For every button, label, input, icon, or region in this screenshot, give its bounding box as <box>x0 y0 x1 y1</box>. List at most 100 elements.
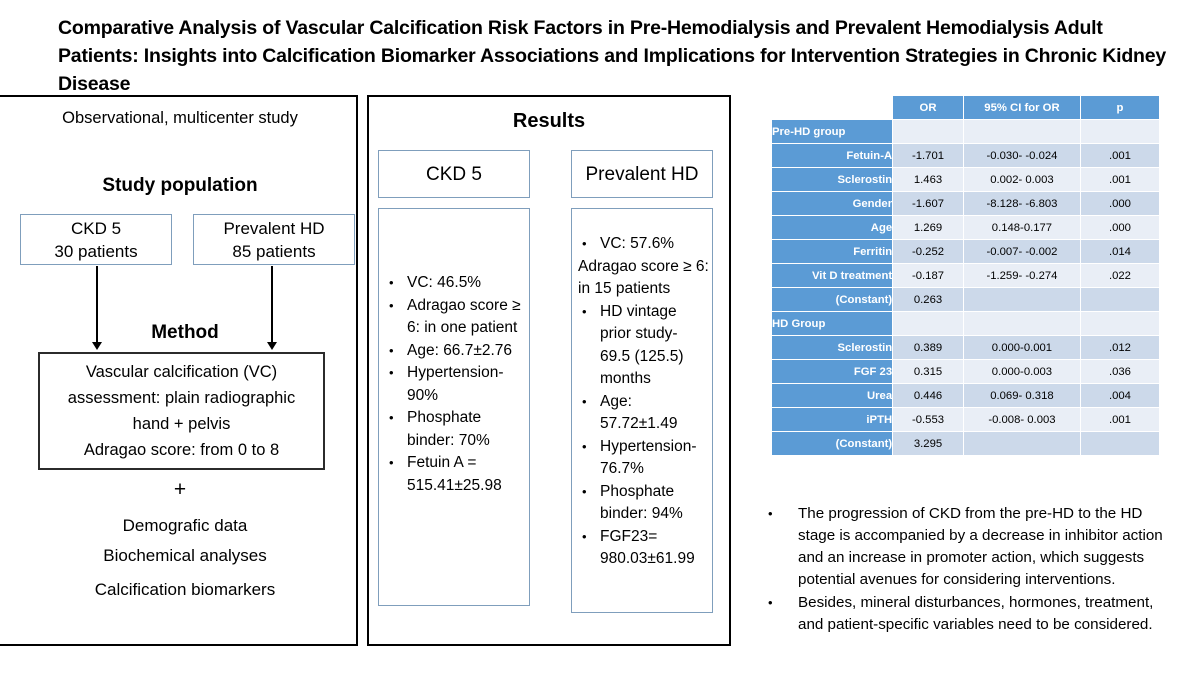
results-ckd5-bullet-3: Hypertension-90% <box>381 362 527 407</box>
table-row-label: (Constant) <box>772 432 893 455</box>
table-row: Gender-1.607-8.128- -6.803.000 <box>772 192 1159 215</box>
table-cell-ci <box>963 432 1080 455</box>
table-row: iPTH-0.553-0.008- 0.003.001 <box>772 408 1159 431</box>
results-header-ckd5-label: CKD 5 <box>426 163 482 185</box>
table-cell-or: 3.295 <box>893 432 963 455</box>
table-head: OR 95% CI for OR p <box>772 96 1159 119</box>
arrow-head <box>91 342 102 350</box>
method-line-1: Vascular calcification (VC) <box>85 363 278 381</box>
table-row-label: Gender <box>772 192 893 215</box>
table-cell-or: -0.187 <box>893 264 963 287</box>
table-cell-p <box>1080 312 1159 335</box>
table-col-header-or: OR <box>893 96 963 119</box>
table-cell-or: 1.269 <box>893 216 963 239</box>
method-line-2: assessment: plain radiographic <box>67 389 296 407</box>
table-cell-p: .022 <box>1080 264 1159 287</box>
table-row-label: (Constant) <box>772 288 893 311</box>
table-cell-or: 0.315 <box>893 360 963 383</box>
table-row: Ferritin-0.252-0.007- -0.002.014 <box>772 240 1159 263</box>
phd-count: 85 patients <box>232 241 316 261</box>
table-cell-p: .036 <box>1080 360 1159 383</box>
conclusion-item-1: Besides, mineral disturbances, hormones,… <box>762 592 1182 636</box>
table-cell-ci: -8.128- -6.803 <box>963 192 1080 215</box>
table-cell-or: -1.607 <box>893 192 963 215</box>
table-row-label: FGF 23 <box>772 360 893 383</box>
table-col-header-blank <box>772 96 893 119</box>
table-row-label: Urea <box>772 384 893 407</box>
phd-name: Prevalent HD <box>223 218 325 238</box>
results-phd-bullet-4: Hypertension-76.7% <box>574 436 710 481</box>
results-heading: Results <box>512 110 586 132</box>
arrow-shaft <box>271 266 273 344</box>
results-phd-bullet-2: HD vintage prior study- 69.5 (125.5) mon… <box>574 301 710 391</box>
results-ckd5-bullet-5: Fetuin A = 515.41±25.98 <box>381 452 527 497</box>
results-phd-bullet-0: VC: 57.6% <box>574 233 710 256</box>
table-col-header-ci: 95% CI for OR <box>963 96 1080 119</box>
table-cell-ci: 0.002- 0.003 <box>963 168 1080 191</box>
table-row-label: HD Group <box>772 312 893 335</box>
conclusion-item-0: The progression of CKD from the pre-HD t… <box>762 503 1182 591</box>
results-ckd5-bullet-2: Age: 66.7±2.76 <box>381 340 527 363</box>
table-cell-p: .000 <box>1080 216 1159 239</box>
table-row-label: Fetuin-A <box>772 144 893 167</box>
table-cell-p: .012 <box>1080 336 1159 359</box>
table-cell-p <box>1080 432 1159 455</box>
table-cell-or <box>893 120 963 143</box>
study-population-heading: Study population <box>102 175 258 196</box>
table-cell-or: 0.263 <box>893 288 963 311</box>
method-box-text: Vascular calcification (VC) assessment: … <box>68 359 295 463</box>
population-box-prevalent-hd: Prevalent HD 85 patients <box>193 214 355 265</box>
table-row: HD Group <box>772 312 1159 335</box>
results-header-prevalent-hd-label: Prevalent HD <box>585 163 699 185</box>
table-cell-or: 0.389 <box>893 336 963 359</box>
results-ckd5-bullet-1: Adragao score ≥ 6: in one patient <box>381 295 527 340</box>
table-row-label: Pre-HD group <box>772 120 893 143</box>
study-type-label: Observational, multicenter study <box>62 109 298 127</box>
table-cell-p: .000 <box>1080 192 1159 215</box>
results-prevalent-hd-bullet-list: VC: 57.6%Adragao score ≥ 6: in 15 patien… <box>572 209 712 571</box>
table-cell-ci <box>963 312 1080 335</box>
extra-item-biochemical-analyses: Biochemical analyses <box>103 546 267 565</box>
method-line-3: hand + pelvis <box>132 415 231 433</box>
table-cell-p: .014 <box>1080 240 1159 263</box>
figure-title: Comparative Analysis of Vascular Calcifi… <box>58 17 1167 95</box>
table-cell-or: 0.446 <box>893 384 963 407</box>
results-phd-bullet-1: Adragao score ≥ 6: in 15 patients <box>578 257 709 298</box>
table-cell-ci: -1.259- -0.274 <box>963 264 1080 287</box>
arrow-shaft <box>96 266 98 344</box>
table-cell-ci: -0.008- 0.003 <box>963 408 1080 431</box>
table-row: Pre-HD group <box>772 120 1159 143</box>
table-cell-p <box>1080 288 1159 311</box>
results-body-prevalent-hd: VC: 57.6%Adragao score ≥ 6: in 15 patien… <box>571 208 713 613</box>
table-header-row: OR 95% CI for OR p <box>772 96 1159 119</box>
table-cell-ci: -0.030- -0.024 <box>963 144 1080 167</box>
results-header-prevalent-hd: Prevalent HD <box>571 150 713 198</box>
results-ckd5-bullet-list: VC: 46.5%Adragao score ≥ 6: in one patie… <box>379 209 529 497</box>
plus-symbol: + <box>173 478 187 501</box>
table-cell-ci: 0.069- 0.318 <box>963 384 1080 407</box>
table-cell-or: 1.463 <box>893 168 963 191</box>
population-box-ckd5: CKD 5 30 patients <box>20 214 172 265</box>
table-cell-ci: -0.007- -0.002 <box>963 240 1080 263</box>
conclusions-list: The progression of CKD from the pre-HD t… <box>762 503 1182 636</box>
table-col-header-p: p <box>1080 96 1159 119</box>
table-row-label: Vit D treatment <box>772 264 893 287</box>
arrow-head <box>266 342 277 350</box>
results-phd-bullet-6: FGF23= 980.03±61.99 <box>574 526 710 571</box>
table-cell-p: .004 <box>1080 384 1159 407</box>
table-cell-ci <box>963 288 1080 311</box>
table-row-label: Sclerostin <box>772 168 893 191</box>
table-cell-p <box>1080 120 1159 143</box>
table-row: (Constant)3.295 <box>772 432 1159 455</box>
conclusions-block: The progression of CKD from the pre-HD t… <box>762 503 1182 637</box>
ckd5-name: CKD 5 <box>70 218 122 238</box>
method-heading: Method <box>151 322 219 343</box>
table-cell-ci <box>963 120 1080 143</box>
table-cell-or: -0.252 <box>893 240 963 263</box>
method-line-4: Adragao score: from 0 to 8 <box>83 441 280 459</box>
